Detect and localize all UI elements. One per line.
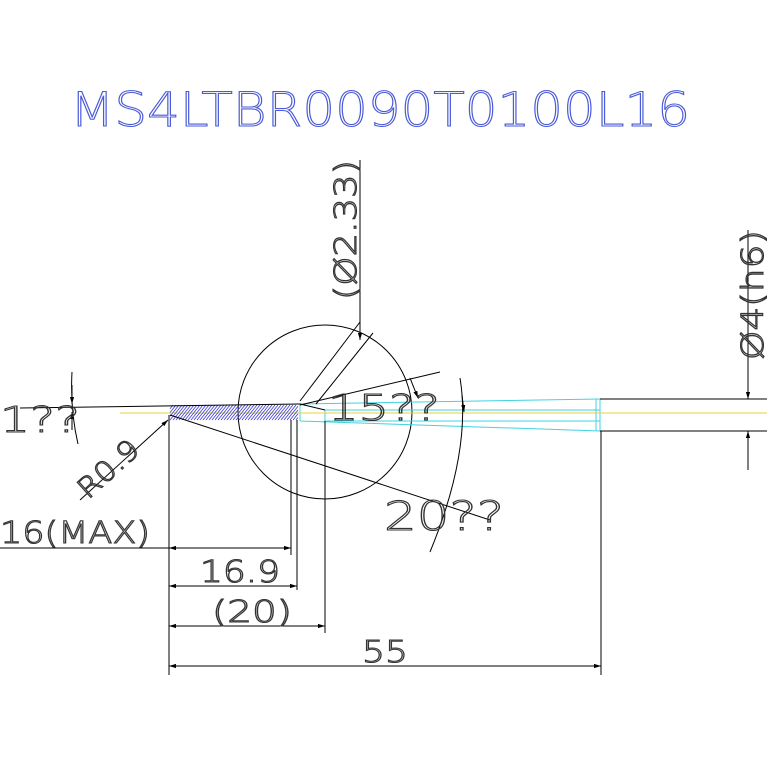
hatch-stroke [208,404,222,421]
hatch-stroke [205,404,219,421]
hatch-stroke [184,404,198,421]
shank-diameter-label: Ø4(h6) [736,230,767,360]
drawing-title: MS4LTBR0090T0100L16 [70,83,690,138]
hatch-stroke [247,404,261,421]
hatch-stroke [271,404,285,421]
point-angle-label: 1?? [0,400,80,441]
hatch-stroke [283,404,297,421]
hatch-stroke [220,404,234,421]
hatch-stroke [169,404,180,417]
hatch-stroke [202,404,216,421]
hatch-stroke [280,404,294,421]
hatch-stroke [226,404,240,421]
hatch-stroke [190,404,204,421]
shank-outline [600,398,767,432]
hatch-stroke [244,404,258,421]
hatch-stroke [277,404,291,421]
hatch-stroke [196,404,210,421]
hatch-stroke [232,404,246,421]
hatch-stroke [178,404,192,421]
hatch-stroke [268,404,282,421]
hatch-stroke [259,404,273,421]
hatch-stroke [187,404,201,421]
cutting-edge-hatch [169,404,299,421]
hatch-stroke [250,404,264,421]
dimension-lines [0,300,751,669]
hatch-stroke [199,404,213,421]
hatch-stroke [238,404,252,421]
hatch-stroke [181,404,195,421]
hatch-stroke [292,413,299,421]
hatch-stroke [286,406,299,421]
taper-angle-label: 20?? [384,494,504,540]
hatch-stroke [262,404,276,421]
neck-angle-label: 15?? [328,388,440,429]
hatch-stroke [172,404,186,421]
neck-lines [299,321,374,411]
hatch-stroke [214,404,228,421]
hatch-stroke [217,404,231,421]
cut-length-label: 16.9 [200,555,280,590]
hatch-stroke [193,404,207,421]
hatch-stroke [169,404,183,421]
hatch-stroke [274,404,288,421]
max-length-label: 16(MAX) [0,516,150,551]
neck-length-label: (20) [212,595,292,630]
hatch-stroke [295,417,299,421]
flute-diameter-label: (Ø2.33) [329,160,364,300]
hatch-stroke [211,404,225,421]
hatch-stroke [289,409,299,421]
hatch-stroke [256,404,270,421]
overall-length-label: 55 [362,635,408,670]
hatch-stroke [235,404,249,421]
hatch-stroke [223,404,237,421]
hatch-stroke [241,404,255,421]
hatch-stroke [265,404,279,421]
hatch-stroke [229,404,243,421]
hatch-stroke [253,404,267,421]
corner-radius-label: R0.9 [71,433,147,506]
